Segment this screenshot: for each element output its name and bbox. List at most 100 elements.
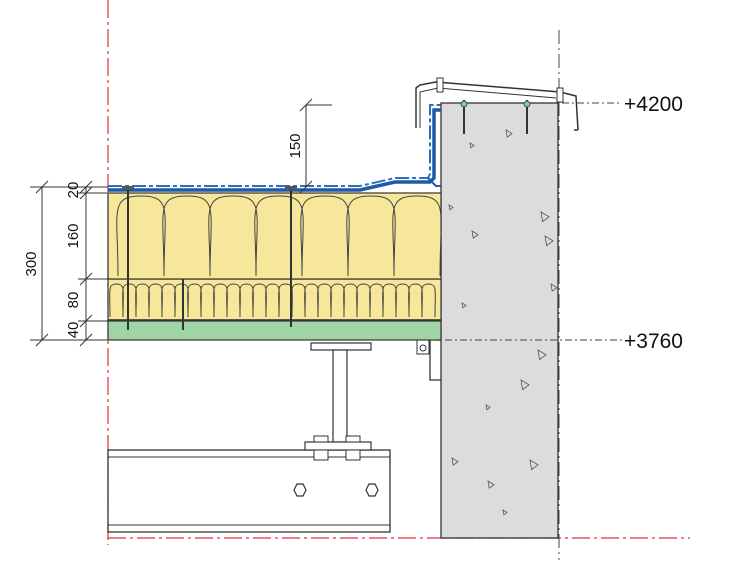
insulation-loop xyxy=(395,283,410,318)
insulation-loop xyxy=(265,283,280,318)
tick-340 xyxy=(79,333,93,347)
aggregate-mark xyxy=(451,457,459,466)
level-lower-label: +3760 xyxy=(624,330,683,353)
bracket-bolt xyxy=(419,344,427,352)
tick-187 xyxy=(79,180,93,194)
aggregate-mark xyxy=(502,509,508,516)
tick-overall-bottom xyxy=(35,333,49,347)
membrane-outline xyxy=(427,177,441,187)
aggregate-mark xyxy=(520,379,530,391)
beam-bolt-hex-1 xyxy=(293,483,307,497)
insulation-loop xyxy=(148,283,163,318)
wall-bracket xyxy=(416,337,441,381)
upper-insulation-layer xyxy=(107,192,442,280)
capping-profile xyxy=(415,81,579,131)
deck-layer xyxy=(107,320,442,341)
tick-321 xyxy=(79,314,93,328)
aggregate-mark xyxy=(529,459,539,471)
level-upper-label: +4200 xyxy=(624,93,683,116)
dimension-chain xyxy=(30,98,332,347)
level-markers: +4200 +3760 xyxy=(430,93,683,353)
dim-layer-top-label: 20 xyxy=(65,182,82,199)
insulation-loop xyxy=(369,283,384,318)
capping-clip-left xyxy=(436,77,444,93)
concrete-wall xyxy=(440,102,559,539)
insulation-loop xyxy=(346,195,396,277)
bolt-nut-right xyxy=(345,449,361,461)
insulation-loop xyxy=(356,283,371,318)
insulation-loop xyxy=(254,195,304,277)
insulation-loop xyxy=(300,195,350,277)
dim-upstand-label: 150 xyxy=(287,133,304,158)
insulation-loop xyxy=(421,283,436,318)
tick-upstand-top xyxy=(299,98,313,112)
insulation-fixings xyxy=(122,186,297,330)
tick-279 xyxy=(79,272,93,286)
bolt-head-right xyxy=(345,435,361,443)
insulation-loop xyxy=(174,283,189,318)
beam-flange xyxy=(107,449,391,533)
tick-193 xyxy=(79,186,93,200)
insulation-loop xyxy=(187,283,202,318)
aggregate-mark xyxy=(487,480,495,489)
aggregate-mark xyxy=(540,211,550,223)
parapet-capping xyxy=(415,77,579,134)
membrane-layer-1 xyxy=(108,108,441,192)
insulation-loop xyxy=(226,283,241,318)
i-section-web xyxy=(332,349,348,443)
aggregate-mark xyxy=(448,204,454,211)
insulation-loop xyxy=(208,195,258,277)
capping-clip-right xyxy=(556,87,564,103)
dim-total-label: 300 xyxy=(23,251,40,276)
aggregate-mark xyxy=(471,230,479,239)
aggregate-mark xyxy=(544,235,554,247)
insulation-loop xyxy=(239,283,254,318)
membrane-layer-2 xyxy=(108,104,441,187)
insulation-loop xyxy=(408,283,423,318)
i-section-column xyxy=(304,342,372,461)
aggregate-mark xyxy=(485,404,491,411)
bracket-angle xyxy=(429,339,441,381)
tick-upstand-bottom xyxy=(299,180,313,194)
tick-overall-top xyxy=(35,180,49,194)
fixing-washer-1 xyxy=(122,186,134,190)
insulation-loop xyxy=(392,195,442,277)
insulation-loop xyxy=(135,283,150,318)
anchor-left-head xyxy=(460,100,468,108)
insulation-loop xyxy=(382,283,397,318)
insulation-loop xyxy=(330,283,345,318)
insulation-loop xyxy=(116,195,166,277)
i-section-bottom-flange xyxy=(304,441,372,451)
capping-inner-profile xyxy=(419,87,557,128)
bolt-nut-left xyxy=(313,449,329,461)
dim-layer-bottom-label: 40 xyxy=(65,322,82,339)
insulation-loop xyxy=(161,283,176,318)
insulation-loop xyxy=(252,283,267,318)
steel-beam xyxy=(107,449,391,533)
fixing-washer-3 xyxy=(285,186,297,190)
beam-bolt-hex-2 xyxy=(365,483,379,497)
dim-layer-upper-label: 160 xyxy=(65,223,82,248)
insulation-loop xyxy=(200,283,215,318)
insulation-loop xyxy=(162,195,212,277)
i-section-top-flange xyxy=(310,342,372,351)
concrete-wall-body xyxy=(440,102,559,539)
aggregate-mark xyxy=(461,302,467,309)
lower-insulation-layer xyxy=(107,278,442,321)
anchor-right-head xyxy=(523,100,531,108)
insulation-loop xyxy=(317,283,332,318)
aggregate-mark xyxy=(550,283,558,292)
aggregate-mark xyxy=(537,349,547,361)
insulation-loop xyxy=(213,283,228,318)
bolt-head-left xyxy=(313,435,329,443)
aggregate-mark xyxy=(505,129,513,138)
roof-buildup xyxy=(107,192,442,341)
roof-membrane xyxy=(108,104,441,192)
insulation-loop xyxy=(122,283,137,318)
insulation-loop xyxy=(343,283,358,318)
aggregate-mark xyxy=(469,142,475,149)
insulation-loop xyxy=(109,283,124,318)
insulation-hatch xyxy=(109,195,442,318)
insulation-loop xyxy=(304,283,319,318)
